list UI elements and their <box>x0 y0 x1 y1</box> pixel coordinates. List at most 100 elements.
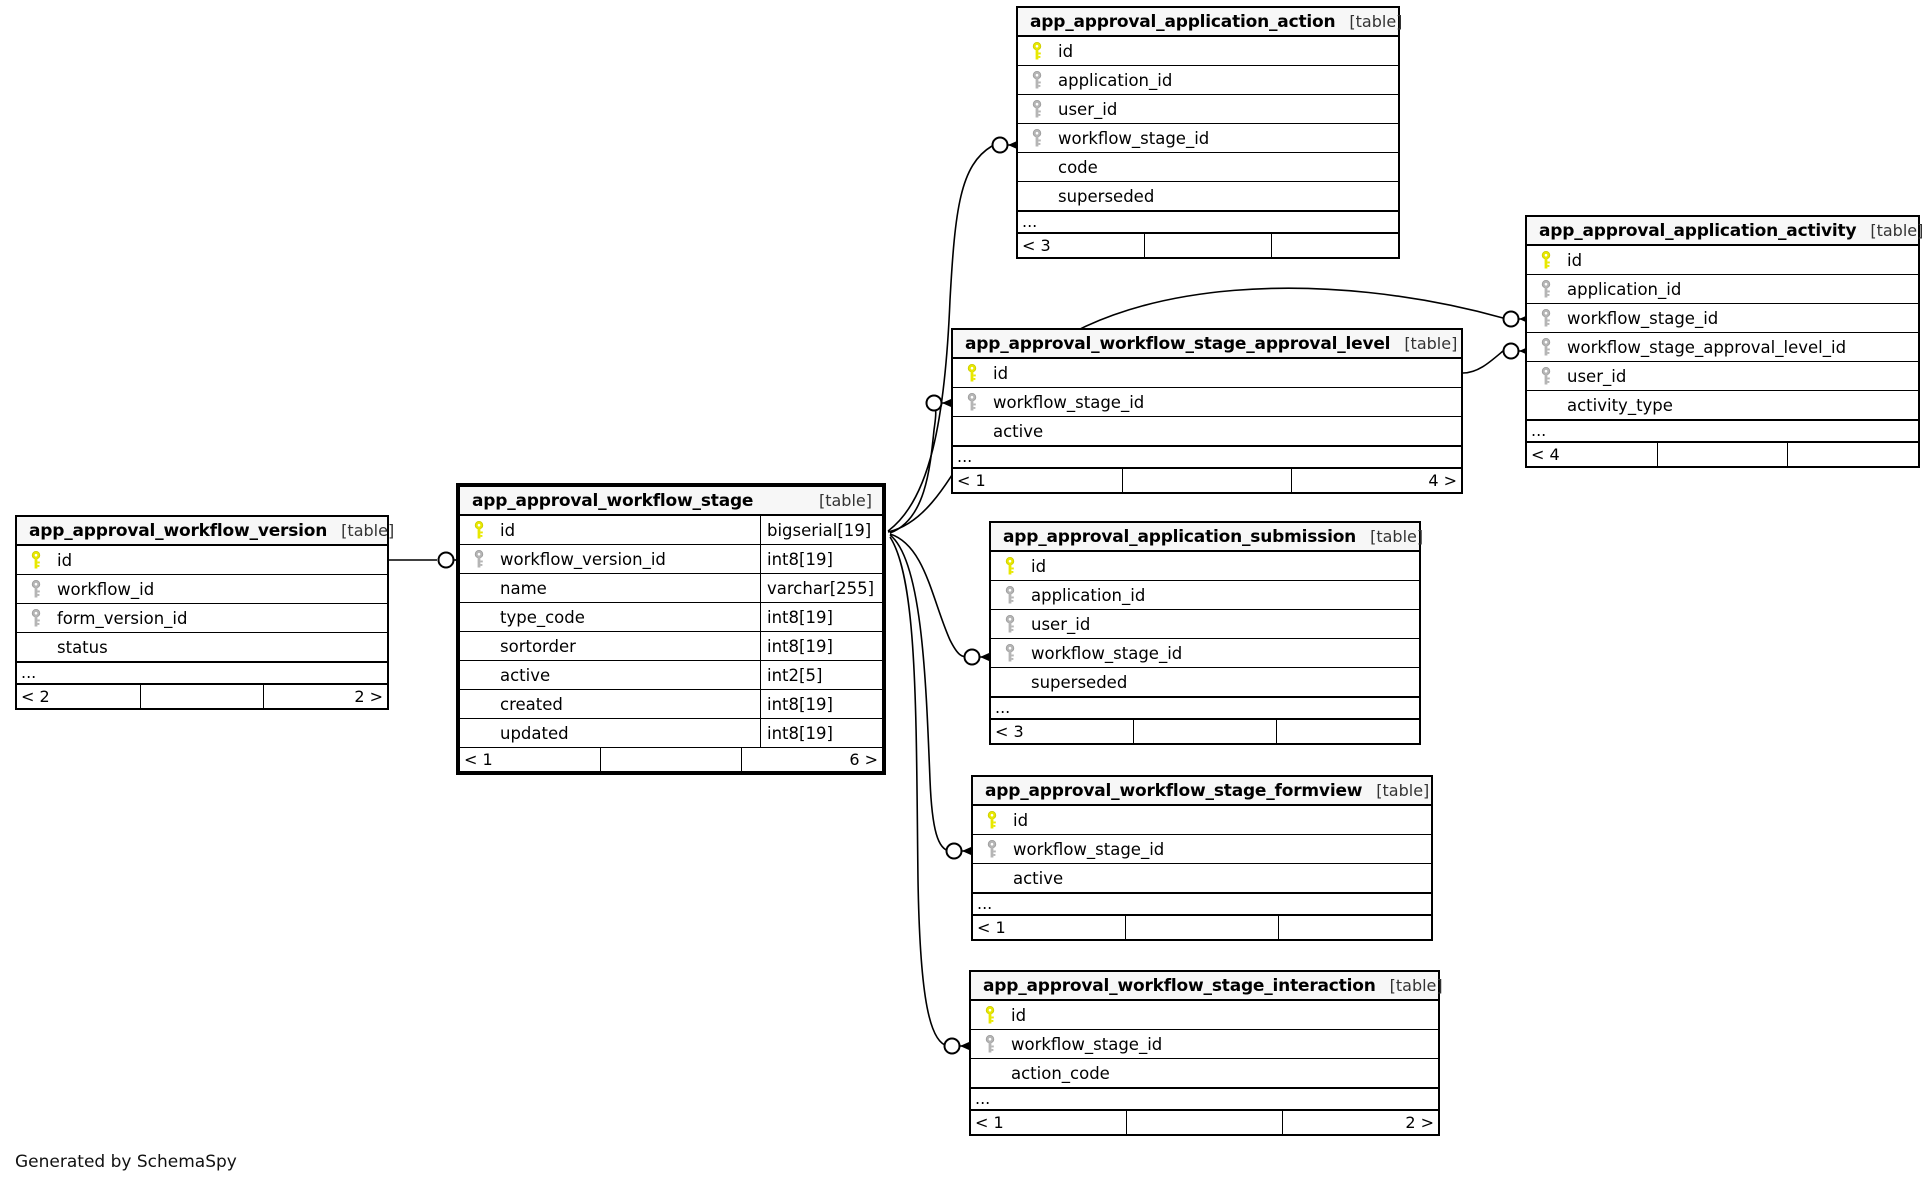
table-header[interactable]: app_approval_application_submission[tabl… <box>991 523 1423 552</box>
table-header[interactable]: app_approval_workflow_version[table] <box>17 517 394 546</box>
footer-cell[interactable]: < 1 <box>971 1111 1127 1134</box>
table-node-app_approval_workflow_stage_formview[interactable]: app_approval_workflow_stage_formview[tab… <box>971 775 1433 941</box>
footer-cell[interactable] <box>1145 234 1272 257</box>
column-row[interactable]: id <box>1018 37 1398 66</box>
footer-cell[interactable] <box>1134 720 1277 743</box>
footer-cell[interactable] <box>1123 469 1293 492</box>
foreign-key-icon <box>23 608 49 628</box>
table-node-app_approval_application_submission[interactable]: app_approval_application_submission[tabl… <box>989 521 1423 745</box>
column-row[interactable]: workflow_stage_id <box>973 835 1431 864</box>
column-row[interactable]: application_id <box>1527 275 1918 304</box>
column-row[interactable]: workflow_stage_approval_level_id <box>1527 333 1918 362</box>
more-columns-indicator: ... <box>971 1088 1438 1111</box>
column-row[interactable]: id <box>973 806 1431 835</box>
footer-cell[interactable]: < 3 <box>991 720 1134 743</box>
footer-cell[interactable] <box>1658 443 1789 466</box>
footer-cell[interactable] <box>1272 234 1398 257</box>
table-type-tag: [table] <box>1376 781 1430 800</box>
table-node-app_approval_workflow_stage_interaction[interactable]: app_approval_workflow_stage_interaction[… <box>969 970 1443 1136</box>
column-row[interactable]: workflow_stage_id <box>971 1030 1438 1059</box>
footer-cell[interactable]: 2 > <box>1405 1113 1434 1132</box>
footer-cell[interactable]: < 2 <box>17 685 141 708</box>
table-footer: < 3 <box>991 720 1419 743</box>
column-row[interactable]: action_code <box>971 1059 1438 1088</box>
footer-cell[interactable]: < 3 <box>1018 234 1145 257</box>
footer-cell[interactable] <box>141 685 265 708</box>
table-node-app_approval_application_action[interactable]: app_approval_application_action[table]id… <box>1016 6 1402 259</box>
column-row[interactable]: active <box>973 864 1431 893</box>
primary-key-icon <box>977 1005 1003 1025</box>
foreign-key-icon <box>1533 366 1559 386</box>
table-header[interactable]: app_approval_workflow_stage_formview[tab… <box>973 777 1431 806</box>
footer-cell[interactable] <box>1788 443 1918 466</box>
footer-cell[interactable]: < 4 <box>1527 443 1658 466</box>
footer-cell[interactable]: < 1 <box>460 748 601 771</box>
table-node-app_approval_workflow_version[interactable]: app_approval_workflow_version[table]id wo… <box>15 515 394 710</box>
column-row[interactable]: activity_type <box>1527 391 1918 420</box>
table-header[interactable]: app_approval_workflow_stage_approval_lev… <box>953 330 1461 359</box>
column-row[interactable]: id <box>971 1001 1438 1030</box>
footer-cell[interactable] <box>1277 720 1419 743</box>
foreign-key-icon <box>997 585 1023 605</box>
column-name: id <box>1013 810 1029 830</box>
column-row[interactable]: id <box>1527 246 1918 275</box>
column-row[interactable]: code <box>1018 153 1398 182</box>
table-title: app_approval_workflow_stage_interaction <box>983 975 1376 996</box>
edge-stage-to-approval-level <box>889 402 937 534</box>
edge-stage-to-interaction <box>889 536 949 1047</box>
column-row[interactable]: status <box>17 633 387 662</box>
table-header[interactable]: app_approval_workflow_stage_interaction[… <box>971 972 1443 1001</box>
column-row[interactable]: id <box>953 359 1461 388</box>
footer-cell[interactable] <box>1279 916 1431 939</box>
table-node-app_approval_workflow_stage_approval_level[interactable]: app_approval_workflow_stage_approval_lev… <box>951 328 1463 494</box>
column-row[interactable]: id <box>17 546 387 575</box>
column-row[interactable]: application_id <box>991 581 1419 610</box>
column-name: code <box>1058 157 1098 177</box>
column-row[interactable]: workflow_stage_id <box>953 388 1461 417</box>
column-row[interactable]: superseded <box>1018 182 1398 211</box>
table-header[interactable]: app_approval_workflow_stage[table] <box>460 487 882 516</box>
column-row[interactable]: id <box>991 552 1419 581</box>
column-row[interactable]: user_id <box>991 610 1419 639</box>
footer-cell[interactable]: < 1 <box>953 469 1123 492</box>
table-header[interactable]: app_approval_application_action[table] <box>1018 8 1402 37</box>
footer-cell[interactable] <box>1127 1111 1283 1134</box>
column-row[interactable]: workflow_id <box>17 575 387 604</box>
more-columns-indicator: ... <box>953 446 1461 469</box>
foreign-key-icon <box>959 392 985 412</box>
column-row[interactable]: superseded <box>991 668 1419 697</box>
column-row[interactable]: workflow_stage_id <box>1527 304 1918 333</box>
column-row[interactable]: user_id <box>1527 362 1918 391</box>
more-columns-indicator: ... <box>1018 211 1398 234</box>
primary-key-icon <box>1533 250 1559 270</box>
column-row[interactable]: application_id <box>1018 66 1398 95</box>
footer-cell[interactable]: 2 > <box>354 687 384 706</box>
column-row[interactable]: active <box>953 417 1461 446</box>
footer-cell[interactable] <box>1126 916 1279 939</box>
column-row[interactable]: workflow_stage_id <box>1018 124 1398 153</box>
column-name: id <box>57 550 73 570</box>
footer-cell[interactable]: < 1 <box>973 916 1126 939</box>
footer-cell[interactable]: 6 > <box>849 750 878 769</box>
column-name: status <box>57 637 108 657</box>
table-header[interactable]: app_approval_application_activity[table] <box>1527 217 1923 246</box>
table-footer: < 1 6 > <box>460 748 882 771</box>
table-title: app_approval_application_action <box>1030 11 1336 32</box>
column-row[interactable]: user_id <box>1018 95 1398 124</box>
footer-cell[interactable] <box>601 748 742 771</box>
column-row[interactable]: form_version_id <box>17 604 387 633</box>
table-title: app_approval_workflow_stage_approval_lev… <box>965 333 1391 354</box>
footer-cell[interactable]: 4 > <box>1428 471 1458 490</box>
column-row[interactable]: workflow_stage_id <box>991 639 1419 668</box>
table-node-app_approval_application_activity[interactable]: app_approval_application_activity[table]… <box>1525 215 1923 468</box>
table-type-tag: [table] <box>341 521 395 540</box>
